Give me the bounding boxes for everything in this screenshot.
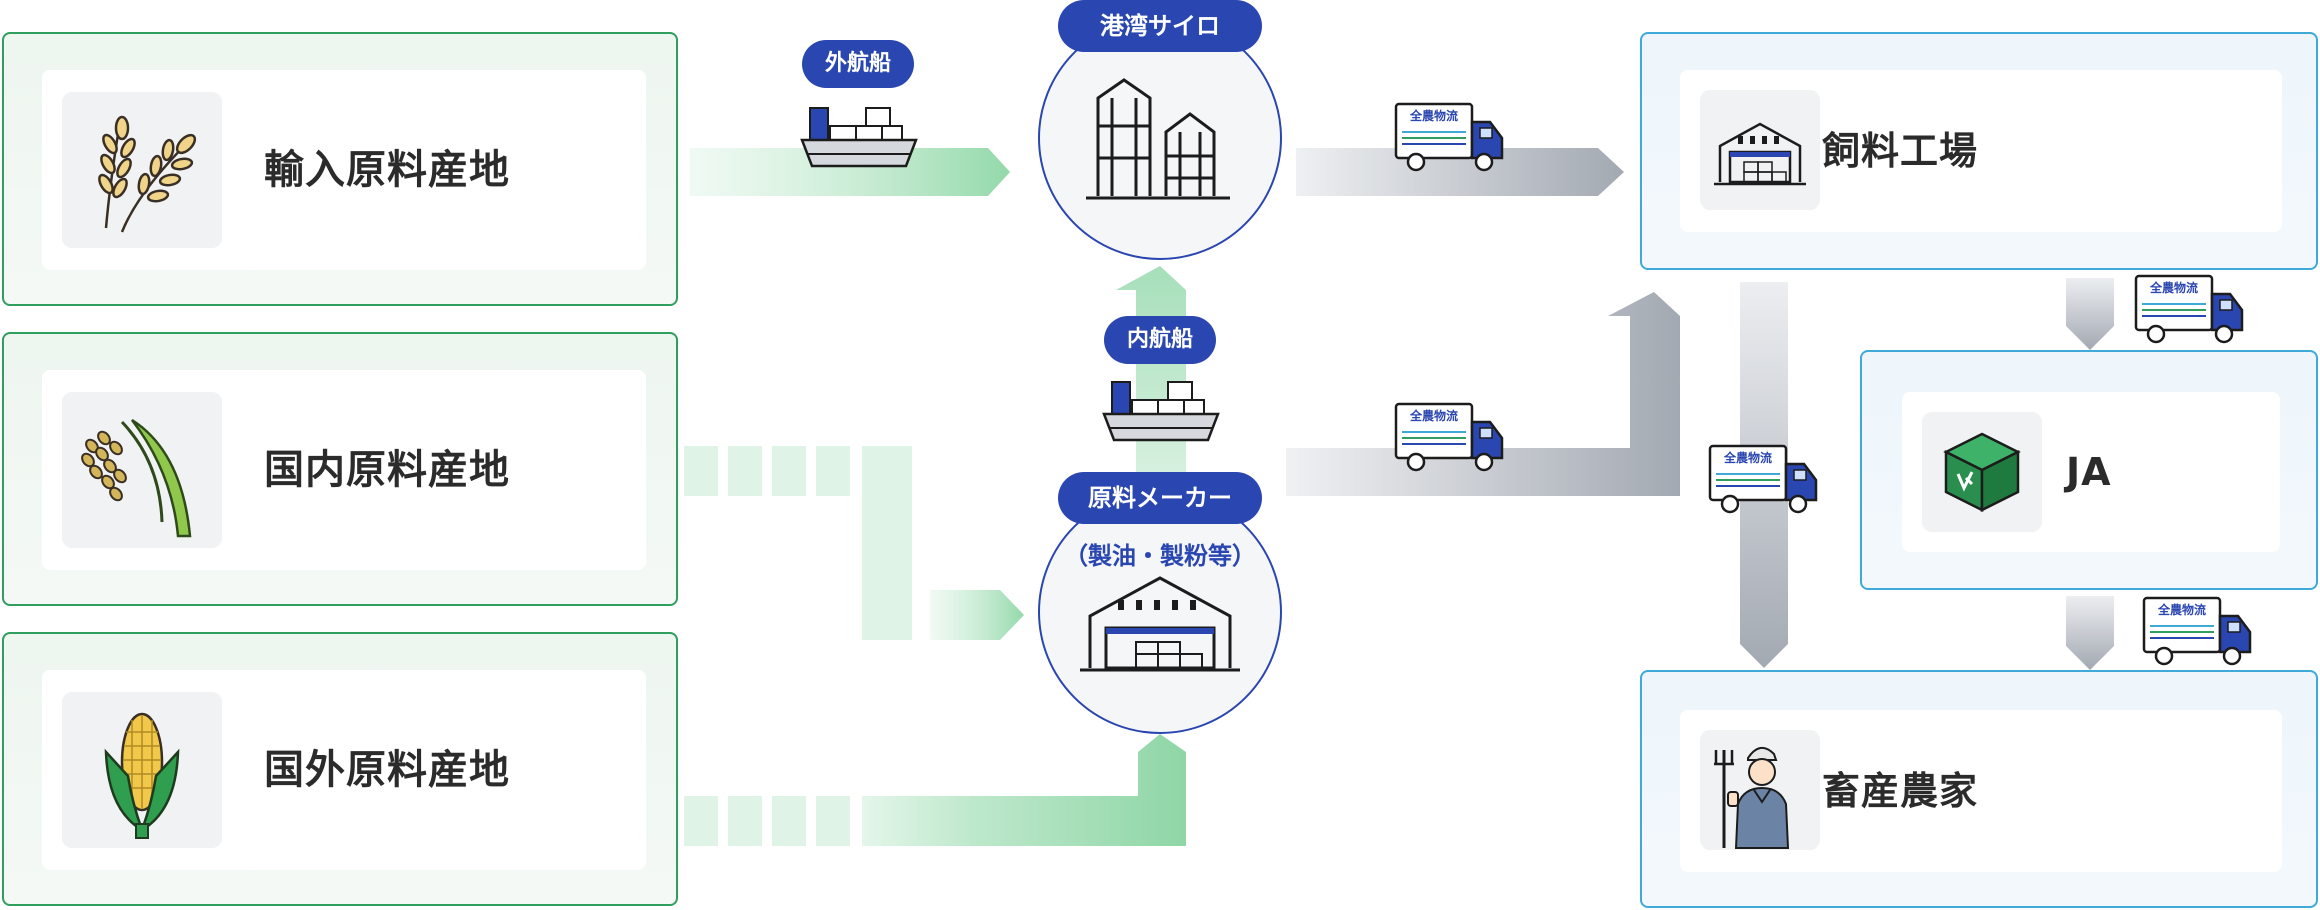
ocean-ship-icon: [800, 107, 918, 168]
source-label: 国内原料産地: [264, 447, 510, 493]
hub-maker: （製油・製粉等）: [1038, 490, 1282, 734]
arrow-foreign-to-maker: [684, 734, 1186, 846]
silo-icon: [1086, 78, 1230, 200]
truck-text: 全農物流: [2149, 280, 2198, 295]
truck-icon: 全農物流: [2134, 274, 2244, 344]
dest-farmer: 畜産農家: [1640, 670, 2318, 908]
truck-text: 全農物流: [1409, 408, 1458, 423]
dest-label: JA: [2066, 450, 2112, 494]
truck-icon: 全農物流: [1394, 402, 1504, 472]
ocean-ship-label: 外航船: [802, 40, 914, 88]
rice-icon: [62, 392, 222, 548]
maker-title-pill: 原料メーカー: [1058, 472, 1262, 524]
source-domestic: 国内原料産地: [2, 332, 678, 606]
arrow-feed-to-ja: [2066, 278, 2114, 350]
ja-cube-icon: [1922, 412, 2042, 532]
source-label: 国外原料産地: [264, 747, 510, 793]
truck-icon: 全農物流: [1394, 102, 1504, 172]
truck-icon: 全農物流: [1708, 444, 1818, 514]
source-foreign: 国外原料産地: [2, 632, 678, 906]
factory-icon: [1080, 576, 1240, 672]
corn-icon: [62, 692, 222, 848]
truck-text: 全農物流: [2157, 602, 2206, 617]
feed-factory-icon: [1700, 90, 1820, 210]
arrow-ja-to-farmer: [2066, 596, 2114, 670]
coastal-ship-icon: [1102, 381, 1220, 442]
dest-feed-factory: 飼料工場: [1640, 32, 2318, 270]
hub-silo: [1038, 16, 1282, 260]
wheat-icon: [62, 92, 222, 248]
truck-text: 全農物流: [1723, 450, 1772, 465]
truck-text: 全農物流: [1409, 108, 1458, 123]
dest-ja: JA: [1860, 350, 2318, 590]
arrow-domestic-to-maker: [684, 446, 1024, 640]
dest-label: 畜産農家: [1822, 769, 1979, 813]
maker-subtitle: （製油・製粉等）: [1064, 542, 1256, 570]
source-import: 輸入原料産地: [2, 32, 678, 306]
source-label: 輸入原料産地: [264, 147, 510, 193]
dest-label: 飼料工場: [1822, 129, 1979, 173]
arrow-silo-to-feed: [1296, 148, 1624, 196]
farmer-icon: [1700, 730, 1820, 850]
truck-icon: 全農物流: [2142, 596, 2252, 666]
coastal-ship-label: 内航船: [1104, 316, 1216, 364]
arrow-import-to-silo: [690, 148, 1010, 196]
silo-title-pill: 港湾サイロ: [1058, 0, 1262, 52]
